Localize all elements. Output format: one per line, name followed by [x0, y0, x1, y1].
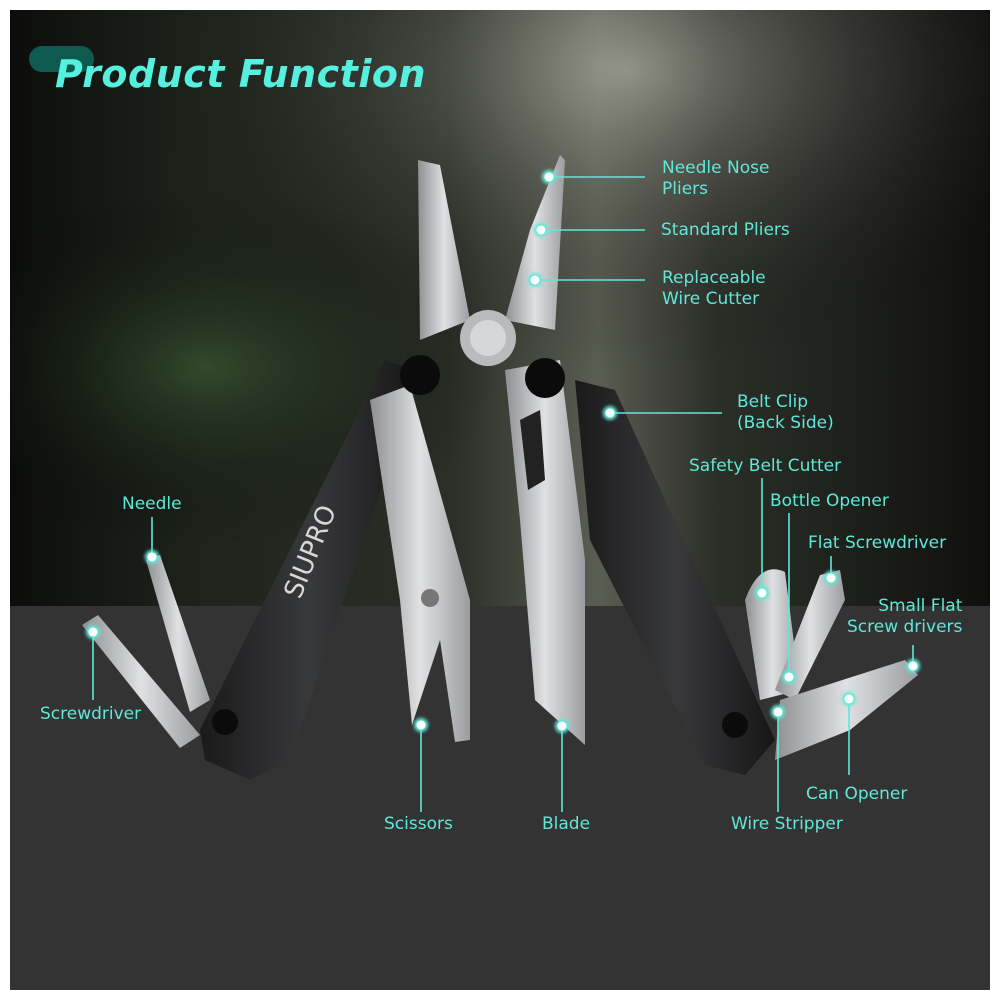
label-scissors: Scissors: [384, 814, 453, 834]
label-safety-belt-cutter: Safety Belt Cutter: [689, 456, 842, 476]
label-line: Belt Clip: [737, 392, 809, 412]
label-line: Small Flat: [878, 596, 963, 616]
product-illustration: SIUPRO: [10, 10, 990, 990]
needle-tool: [146, 555, 210, 712]
label-wire-stripper: Wire Stripper: [731, 814, 843, 834]
label-small-flat-screwdrivers: Small Flat Screw drivers: [847, 596, 962, 638]
multitool-right-attachments: [745, 569, 918, 760]
label-needle-nose-pliers: Needle Nose Pliers: [662, 158, 769, 200]
label-screwdriver: Screwdriver: [40, 704, 142, 724]
blade-tool: [505, 360, 585, 745]
floor-surface: [10, 606, 990, 990]
label-line: Needle Nose: [662, 158, 770, 178]
label-bottle-opener: Bottle Opener: [770, 491, 889, 511]
label-can-opener: Can Opener: [806, 784, 908, 804]
label-standard-pliers: Standard Pliers: [661, 220, 790, 240]
label-line: (Back Side): [737, 413, 834, 433]
scene: SIUPRO: [10, 10, 990, 990]
label-line: Pliers: [662, 179, 709, 199]
page-title: Product Function: [55, 52, 427, 96]
label-belt-clip: Belt Clip (Back Side): [737, 392, 834, 434]
callout-lines: [92, 176, 914, 812]
pliers-head: [400, 155, 565, 398]
label-needle: Needle: [122, 494, 182, 514]
right-handle: [575, 380, 775, 775]
label-blade: Blade: [542, 814, 591, 834]
label-flat-screwdriver: Flat Screwdriver: [808, 533, 947, 553]
label-replaceable-wire-cutter: Replaceable Wire Cutter: [662, 268, 766, 310]
label-line: Wire Cutter: [662, 289, 760, 309]
scissors-tool: [370, 385, 470, 742]
callout-dots: [86, 170, 920, 733]
label-line: Replaceable: [662, 268, 766, 288]
title-accent-pill: [29, 46, 94, 72]
screwdriver-tool: [82, 615, 200, 748]
label-line: Screw drivers: [847, 617, 963, 637]
